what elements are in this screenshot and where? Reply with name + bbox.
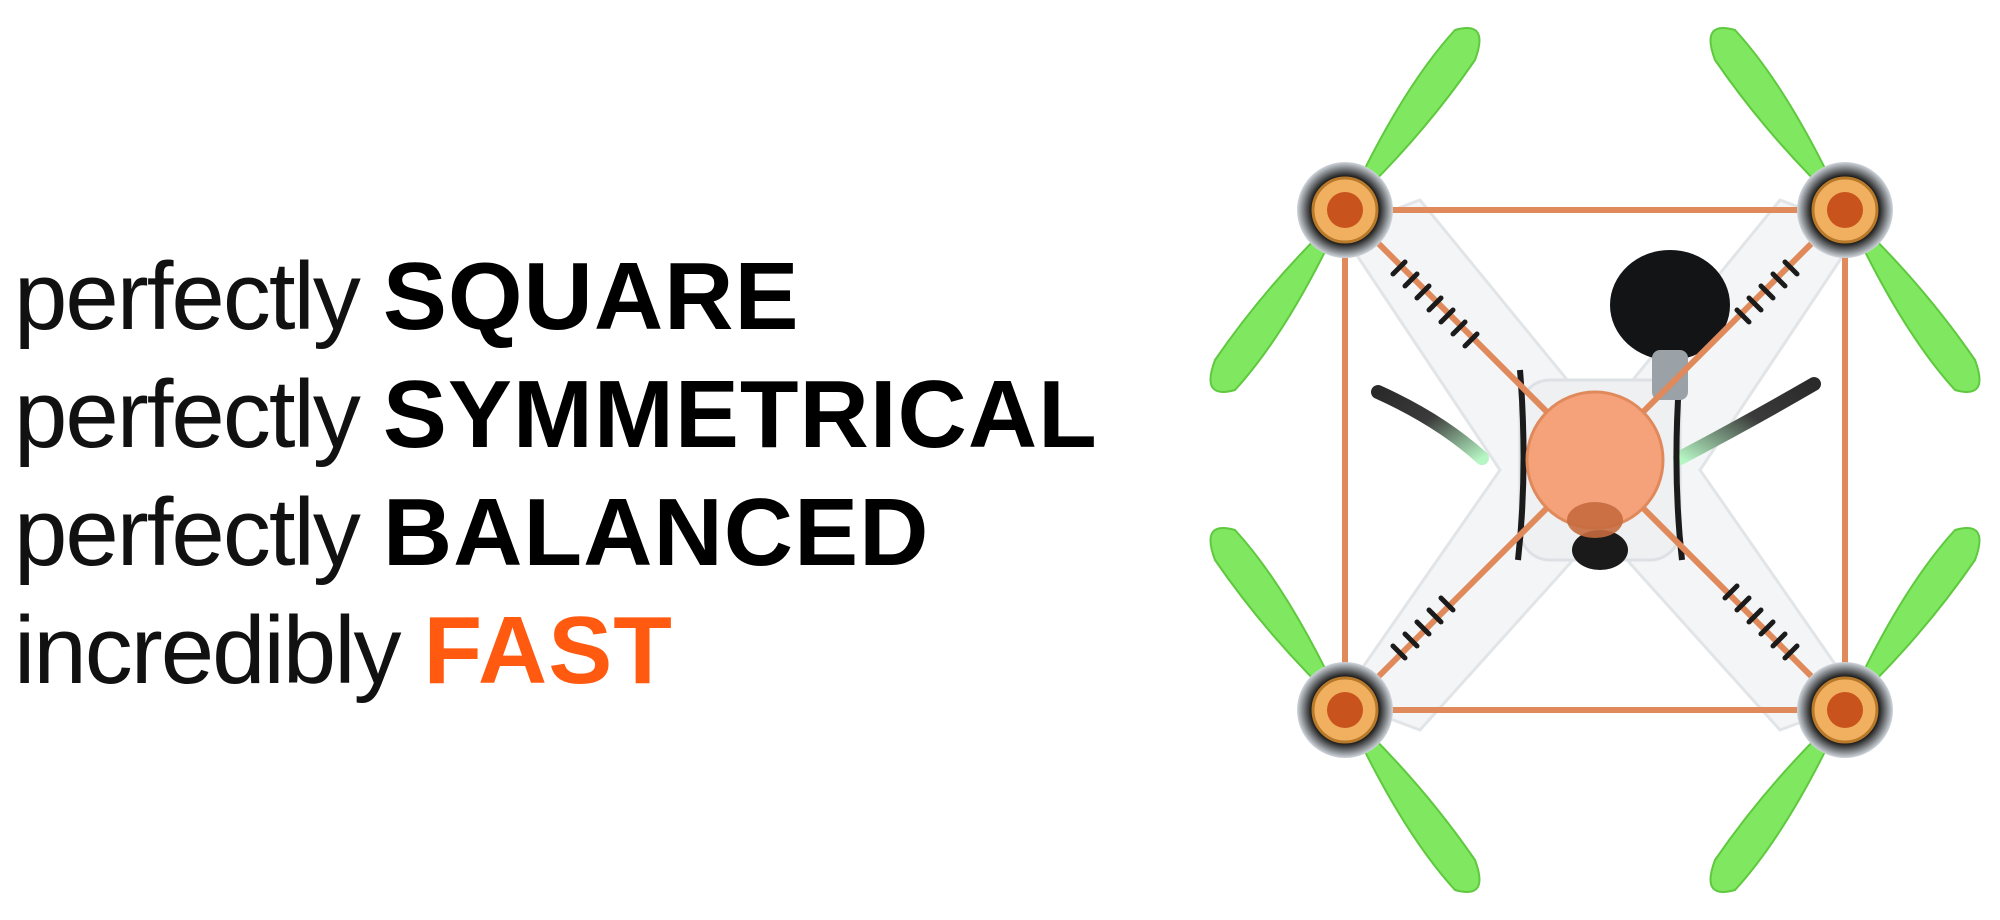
motor-rear-left xyxy=(1297,662,1393,758)
motor-front-right xyxy=(1797,162,1893,258)
propeller-rear-right xyxy=(1709,527,1981,893)
camera-dome-icon xyxy=(1572,250,1730,570)
tagline-lead: perfectly xyxy=(14,243,361,350)
tagline-key: SQUARE xyxy=(382,243,800,350)
quadcopter-top-view xyxy=(1209,27,1981,893)
motor-rear-right xyxy=(1797,662,1893,758)
frame-square-outline xyxy=(1342,207,1848,713)
propeller-front-left xyxy=(1209,27,1481,393)
arm-wiring xyxy=(1390,259,1800,661)
antenna-icon xyxy=(1371,377,1821,465)
tagline-lead: perfectly xyxy=(14,479,361,586)
propeller-front-right xyxy=(1709,27,1981,393)
tagline-lead: perfectly xyxy=(14,361,361,468)
tagline-key-accent: FAST xyxy=(423,597,673,704)
propeller-rear-left xyxy=(1209,527,1481,893)
tagline-key: BALANCED xyxy=(382,479,930,586)
motor-front-left xyxy=(1297,162,1393,258)
tagline-lead: incredibly xyxy=(14,597,402,704)
tagline-key: SYMMETRICAL xyxy=(382,361,1098,468)
